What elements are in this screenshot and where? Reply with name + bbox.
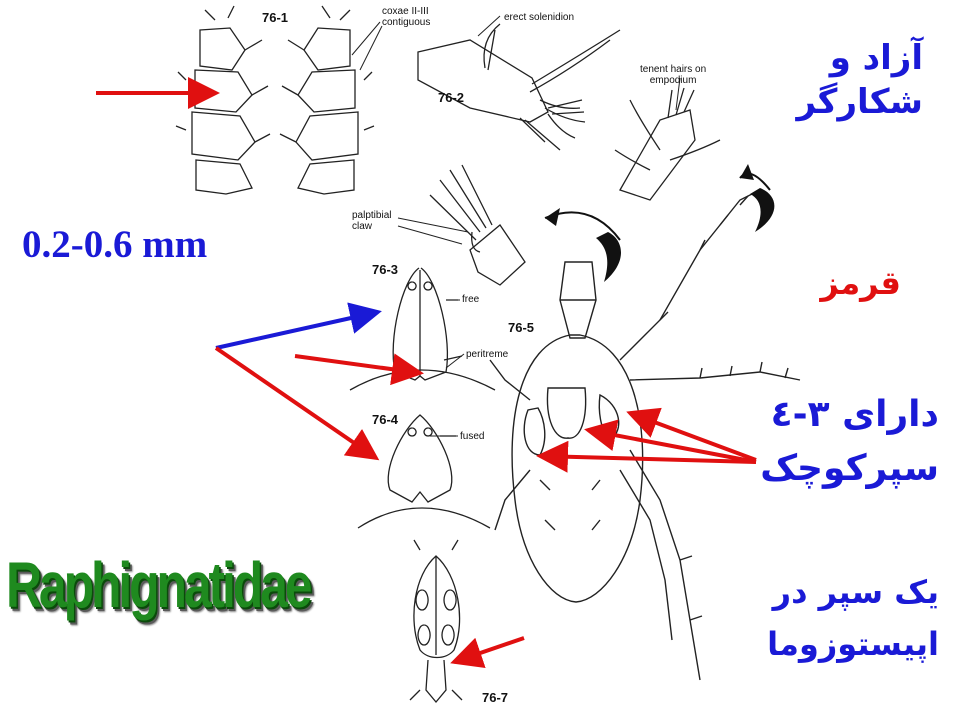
fig-76-1-coxae-drawing (176, 6, 374, 194)
tenent-hairs-line2: empodium (640, 75, 706, 86)
fig-label-76-5: 76-5 (508, 320, 534, 335)
fig-76-2-leg-drawing (418, 24, 620, 150)
persian-epistozoma-note: یک سپر در اپیستوزوما (767, 566, 939, 670)
persian-epi-line2: اپیستوزوما (767, 618, 939, 670)
arrow-peritreme (295, 356, 420, 373)
fig-76-3-gnathosoma-drawing (350, 268, 495, 390)
curved-arrows (545, 164, 774, 282)
palptibial-claw-line2: claw (352, 221, 391, 232)
palptibial-claw-label: palptibial claw (352, 210, 391, 232)
arrow-plate-1 (630, 413, 756, 460)
label-leader-lines (352, 16, 680, 436)
fig-76-5-mite-body-drawing (490, 190, 800, 680)
fig-label-76-1: 76-1 (262, 10, 288, 25)
fig-label-76-3: 76-3 (372, 262, 398, 277)
fig-label-76-7: 76-7 (482, 690, 508, 705)
tenent-hairs-line1: tenent hairs on (640, 64, 706, 75)
coxae-label-line2: contiguous (382, 17, 430, 28)
persian-free-line1: آزاد و (797, 36, 923, 80)
persian-free-line2: شکارگر (797, 80, 923, 124)
palptibial-claw-drawing (430, 165, 525, 285)
persian-plates-note: دارای ٣-٤ سپرکوچک (760, 388, 939, 496)
arrow-epi (454, 638, 524, 662)
coxae-label-line1: coxae II-III (382, 6, 430, 17)
arrow-free (216, 312, 378, 348)
fused-label: fused (460, 431, 484, 442)
tenent-hairs-leg-drawing (615, 88, 720, 200)
persian-epi-line1: یک سپر در (767, 566, 939, 618)
size-range-text: 0.2-0.6 mm (22, 222, 207, 267)
persian-red-note: قرمز (820, 264, 901, 302)
erect-solenidion-label: erect solenidion (504, 12, 574, 23)
fig-76-7-mite-drawing (410, 540, 462, 702)
palptibial-claw-line1: palptibial (352, 210, 391, 221)
family-name-title: Raphignatidae (6, 548, 309, 622)
persian-plates-line1: دارای ٣-٤ (760, 388, 939, 442)
fig-label-76-4: 76-4 (372, 412, 398, 427)
tenent-hairs-label: tenent hairs on empodium (640, 64, 706, 86)
persian-free-predator-note: آزاد و شکارگر (797, 36, 923, 124)
fig-label-76-2: 76-2 (438, 90, 464, 105)
peritreme-label: peritreme (466, 349, 508, 360)
free-label: free (462, 294, 479, 305)
coxae-label: coxae II-III contiguous (382, 6, 430, 28)
persian-plates-line2: سپرکوچک (760, 442, 939, 496)
